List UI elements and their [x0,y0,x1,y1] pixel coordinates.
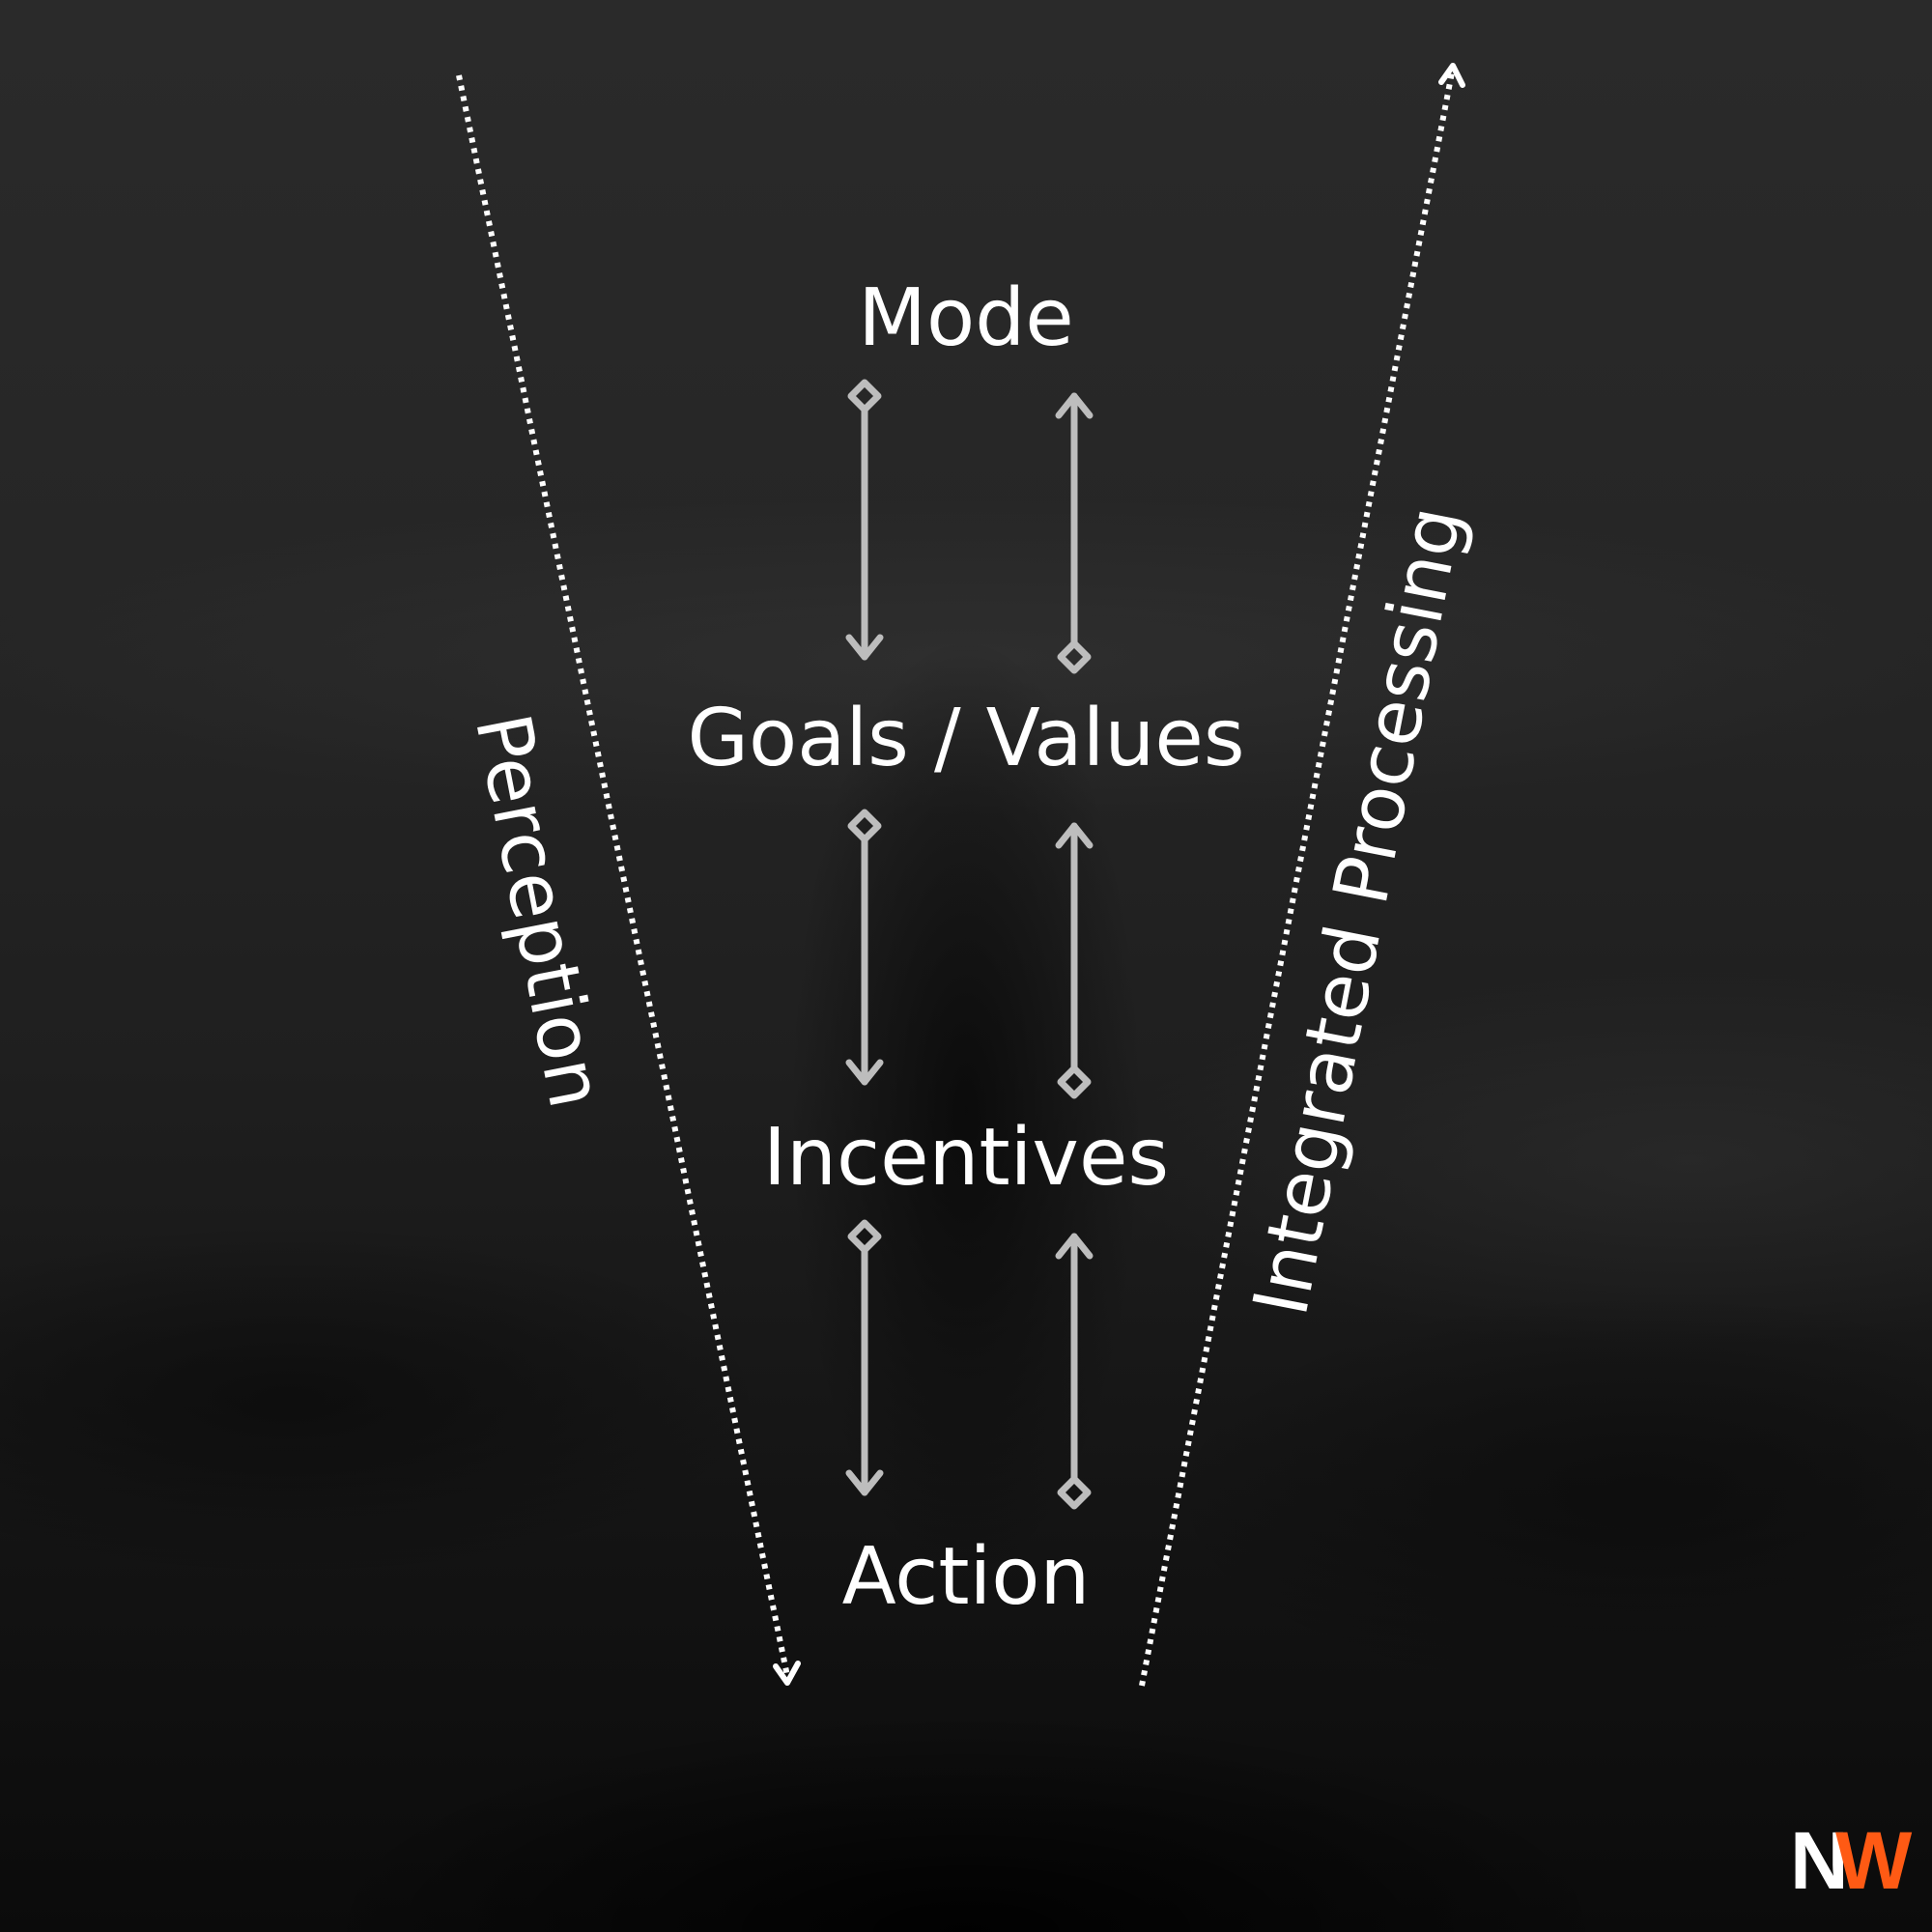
arrow-head [1055,392,1094,419]
connector-arrows [845,379,1094,1510]
arrow-head [845,1469,884,1496]
node-mode: Mode [858,272,1073,364]
perception-label: Perception [458,707,619,1115]
arrow-tail-diamond [847,809,882,843]
node-incentives: Incentives [763,1112,1169,1204]
arrow-mode-to-goals-values [845,379,884,661]
arrow-head [845,1059,884,1086]
arrow-incentives-to-goals-values [1055,822,1094,1099]
arrow-tail-diamond [847,1219,882,1254]
arrow-tail-diamond [1057,1065,1092,1099]
node-action: Action [842,1531,1091,1623]
arrow-tail-diamond [1057,1475,1092,1510]
arrow-head [1055,1233,1094,1260]
node-goals-values: Goals / Values [687,693,1244,784]
integrated-processing-flow [1139,63,1465,1687]
arrow-tail-diamond [847,379,882,413]
arrow-incentives-to-action [845,1219,884,1496]
nw-logo: N W [1790,1815,1913,1906]
arrow-head [1055,822,1094,849]
integrated-processing-label: Integrated Processing [1237,499,1479,1321]
arrow-goals-values-to-incentives [845,809,884,1086]
perception-flow-line [456,74,790,1677]
arrow-head [845,634,884,661]
perception-flow-arrowhead [773,1661,801,1686]
perception-flow [456,74,801,1686]
arrow-tail-diamond [1057,639,1092,674]
arrow-action-to-incentives [1055,1233,1094,1510]
logo-letter-n: N [1790,1815,1849,1906]
arrow-goals-values-to-mode [1055,392,1094,674]
logo-letter-w: W [1835,1815,1913,1906]
integrated-processing-flow-arrowhead [1438,63,1465,88]
integrated-processing-flow-line [1139,71,1455,1687]
